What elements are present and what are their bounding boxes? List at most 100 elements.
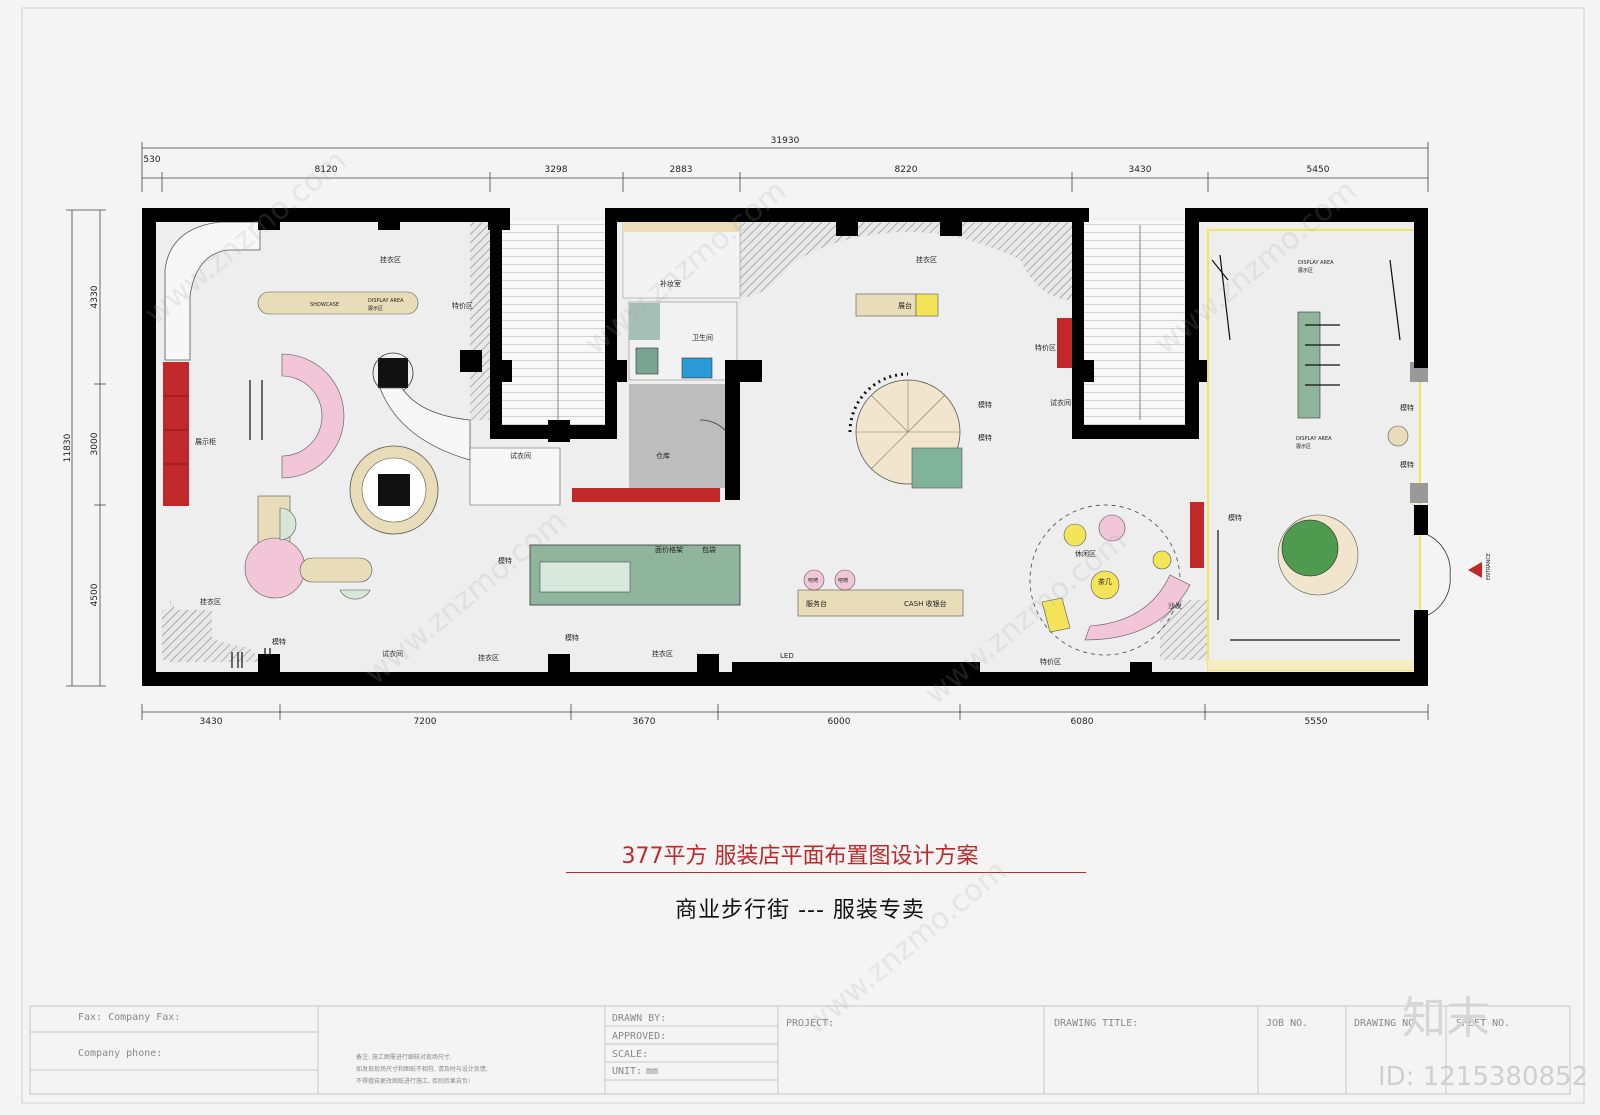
label-special-1: 特价区 (452, 301, 473, 310)
hatched-top-middle (740, 218, 1072, 300)
label-lounge: 休闲区 (1075, 549, 1096, 558)
tb-drawing-title: DRAWING TITLE: (1054, 1018, 1139, 1029)
pink-display-arc (281, 353, 345, 479)
label-hang-bottom-2: 挂衣区 (652, 649, 673, 658)
tree-green (1281, 519, 1339, 577)
tb-sheet-no: SHEET NO. (1456, 1018, 1511, 1029)
tb-scale: SCALE: (612, 1049, 649, 1060)
title-underline (566, 872, 1086, 873)
dim-left-0: 4330 (90, 285, 100, 308)
bar-stool-1 (803, 569, 825, 591)
label-showcase: SHOWCASE (310, 302, 339, 308)
spiral-rails (848, 372, 909, 433)
dim-bottom-0: 3430 (200, 717, 223, 727)
label-stool-1: 吧椅 (808, 577, 818, 584)
label-entrance: ENTRANCE (1486, 553, 1492, 580)
label-cash: CASH 收银台 (904, 599, 947, 608)
dim-top-2: 3298 (545, 165, 568, 175)
label-display-cn-1: 展示区 (368, 306, 383, 312)
label-makeup: 补妆室 (660, 279, 681, 288)
stage-yellow (915, 293, 939, 317)
dim-top-3: 2883 (670, 165, 693, 175)
label-service: 服务台 (806, 599, 827, 608)
sofa (1084, 574, 1191, 641)
tb-fax: Fax: Company Fax: (78, 1012, 181, 1023)
label-tea-table: 茶几 (1098, 577, 1112, 586)
dim-top-5: 3430 (1129, 165, 1152, 175)
dim-top-0: 530 (143, 155, 160, 165)
storage-room (629, 384, 739, 488)
label-display-cn-r2: 展示区 (1296, 444, 1311, 450)
tb-project: PROJECT: (786, 1018, 835, 1029)
dim-bottom-3: 6000 (828, 717, 851, 727)
entrance-arrow-icon (1468, 562, 1482, 578)
label-restroom: 卫生间 (692, 333, 713, 342)
tb-drawn-by: DRAWN BY: (612, 1013, 667, 1024)
bar-stool-2 (834, 569, 856, 591)
label-led: LED (780, 652, 794, 660)
column-circle (378, 358, 408, 388)
tb-approved: APPROVED: (612, 1031, 667, 1042)
label-display-cn-r1: 展示区 (1298, 268, 1313, 274)
title-block (29, 1005, 1571, 1095)
tb-note-1: 备注: 施工图需进行细核对现场尺寸, (356, 1054, 452, 1061)
label-special-bottom: 特价区 (1040, 657, 1061, 666)
tb-unit: UNIT: (612, 1066, 643, 1077)
entrance-door (1427, 534, 1451, 616)
label-fitting-1: 试衣间 (510, 451, 531, 460)
label-model-8: 模特 (1228, 513, 1242, 522)
dim-bottom-1: 7200 (414, 717, 437, 727)
label-model-5: 模特 (978, 433, 992, 442)
tb-drawing-no: DRAWING NO. (1354, 1018, 1421, 1029)
grey-column-right-2 (1410, 483, 1428, 503)
plan-title: 377平方 服装店平面布置图设计方案 (621, 844, 979, 869)
label-model-6: 模特 (1400, 403, 1414, 412)
label-model-3: 模特 (565, 633, 579, 642)
green-stool-2 (339, 589, 371, 600)
plan-subtitle: 商业步行街 --- 服装专卖 (675, 898, 925, 923)
yellow-chair (1041, 597, 1071, 633)
label-hang-left: 挂衣区 (200, 597, 221, 606)
label-stool-2: 吧椅 (838, 577, 848, 584)
label-special-2: 特价区 (1035, 343, 1056, 352)
label-model-7: 模特 (1400, 460, 1414, 469)
label-hang-top-mid: 挂衣区 (916, 255, 937, 264)
tb-note-2: 如发现现场尺寸和图纸不相符, 请及时与设计反馈, (356, 1066, 488, 1073)
label-sofa: 沙发 (1168, 601, 1182, 610)
special-red-right (1057, 318, 1072, 368)
label-storage: 仓库 (656, 451, 670, 460)
restroom-door (629, 303, 660, 340)
dim-overall-top: 31930 (771, 136, 800, 146)
label-model-2: 模特 (498, 556, 512, 565)
label-display-area-1: DISPLAY AREA (368, 298, 404, 304)
right-beige-stool (1387, 425, 1409, 447)
tb-note-3: 不得擅自更改图纸进行施工, 否则后果自负! (356, 1078, 471, 1085)
dim-left-2: 4500 (90, 583, 100, 606)
pink-round-table (244, 537, 306, 599)
dim-left-1: 3000 (90, 432, 100, 455)
label-display-cabinet: 展示柜 (195, 437, 216, 446)
walls (142, 208, 1428, 686)
spiral-landing (911, 447, 963, 489)
hatched-column-left (470, 220, 490, 420)
left-curved-wall (164, 221, 261, 361)
storage-red-shelf (572, 488, 720, 502)
label-fitting-2: 试衣间 (1050, 398, 1071, 407)
lounge-yellow-1 (1063, 523, 1087, 547)
dimension-texts: 31930 530 8120 3298 2883 8220 3430 5450 … (63, 136, 1330, 727)
green-stool-1 (279, 507, 297, 541)
dim-top-4: 8220 (895, 165, 918, 175)
tea-table (1090, 570, 1120, 600)
label-model-1: 模特 (272, 637, 286, 646)
round-display-column (378, 474, 410, 506)
watermark-id: ID: 1215380852 (1378, 1062, 1589, 1092)
sheet-border (21, 7, 1585, 1104)
showcase-table (257, 291, 419, 315)
dim-bottom-5: 5550 (1305, 717, 1328, 727)
dim-bottom-2: 3670 (633, 717, 656, 727)
basin (681, 357, 713, 379)
tb-phone: Company phone: (78, 1048, 163, 1059)
label-model-4: 模特 (978, 400, 992, 409)
right-red-cabinet (1190, 502, 1204, 568)
